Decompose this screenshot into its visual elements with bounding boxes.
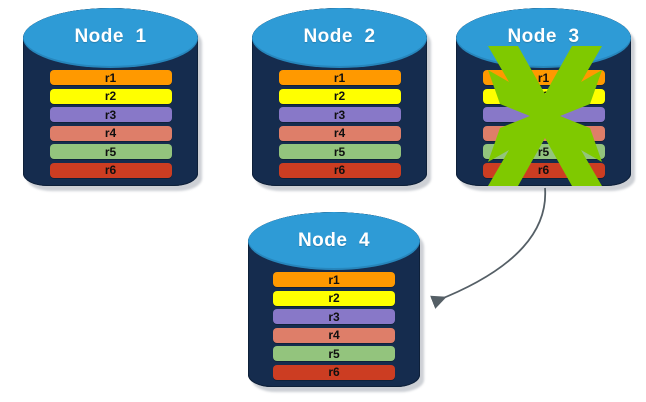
node-2-top-ellipse	[252, 8, 427, 68]
node-3-rows: r1 r2 r3 r4 r5 r6	[456, 70, 631, 181]
record-bar[interactable]: r4	[49, 125, 172, 141]
record-bar[interactable]: r3	[482, 107, 605, 122]
record-bar[interactable]: r6	[482, 162, 605, 178]
record-bar[interactable]: r1	[49, 70, 172, 85]
record-bar[interactable]: r2	[278, 88, 401, 104]
node-2-title: Node 2	[303, 26, 376, 47]
record-bar[interactable]: r1	[278, 70, 401, 85]
node-3-title: Node 3	[507, 26, 580, 47]
record-bar[interactable]: r6	[278, 162, 401, 178]
record-bar[interactable]: r1	[273, 272, 395, 287]
record-bar[interactable]: r4	[278, 125, 401, 141]
record-bar[interactable]: r6	[273, 364, 395, 380]
record-bar[interactable]: r2	[482, 88, 605, 104]
node-4-cylinder[interactable]: Node 4 r1 r2 r3 r4 r5 r6	[248, 212, 424, 392]
node-4-rows: r1 r2 r3 r4 r5 r6	[248, 272, 420, 383]
record-bar[interactable]: r6	[49, 162, 172, 178]
node-2-rows: r1 r2 r3 r4 r5 r6	[252, 70, 427, 181]
record-bar[interactable]: r3	[49, 107, 172, 122]
node-4-title: Node 4	[297, 230, 371, 251]
node-1-cylinder[interactable]: Node 1 r1 r2 r3 r4 r5 r6	[23, 8, 202, 191]
record-bar[interactable]: r5	[273, 346, 395, 361]
record-bar[interactable]: r5	[49, 144, 172, 159]
record-bar[interactable]: r5	[278, 144, 401, 159]
record-bar[interactable]: r4	[482, 125, 605, 141]
node-1-top-ellipse	[23, 8, 198, 68]
node-1-rows: r1 r2 r3 r4 r5 r6	[23, 70, 198, 181]
record-bar[interactable]: r3	[273, 309, 395, 324]
record-bar[interactable]: r2	[49, 88, 172, 104]
node-1-title: Node 1	[74, 26, 147, 47]
record-bar[interactable]: r5	[482, 144, 605, 159]
record-bar[interactable]: r2	[273, 290, 395, 306]
node-4-top-ellipse	[248, 212, 420, 270]
record-bar[interactable]: r4	[273, 327, 395, 343]
node-2-cylinder[interactable]: Node 2 r1 r2 r3 r4 r5 r6	[252, 8, 431, 191]
record-bar[interactable]: r3	[278, 107, 401, 122]
record-bar[interactable]: r1	[482, 70, 605, 85]
node-3-cylinder[interactable]: Node 3 r1 r2 r3 r4 r5 r6	[456, 8, 635, 191]
